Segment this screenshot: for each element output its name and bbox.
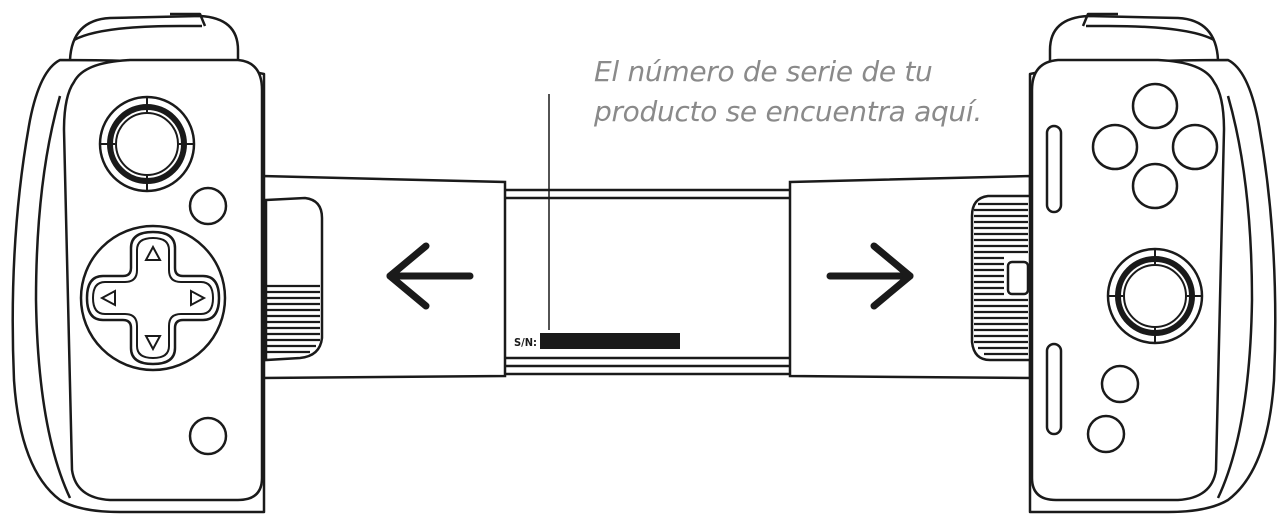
right-slot-bottom [1045, 342, 1063, 436]
face-button-top [1131, 82, 1179, 130]
serial-label: S/N: [514, 336, 537, 349]
right-small-button-upper [1100, 364, 1140, 404]
face-buttons [1091, 82, 1219, 210]
dpad-icon [79, 224, 227, 372]
left-small-button-bottom [188, 416, 228, 456]
face-button-bottom [1131, 162, 1179, 210]
arrow-left-icon [386, 242, 474, 310]
left-handle [11, 12, 266, 514]
left-grip-ridges [266, 284, 320, 354]
usb-port [1006, 260, 1030, 296]
callout-line-1: El número de serie de tu [594, 55, 933, 88]
face-button-left [1091, 123, 1139, 171]
left-analog-stick-icon [98, 95, 196, 193]
arrow-right-icon [826, 242, 914, 310]
callout-line-2: producto se encuentra aquí. [594, 95, 982, 128]
right-analog-stick-icon [1106, 247, 1204, 345]
right-small-button-lower [1086, 414, 1126, 454]
left-small-button-top [188, 186, 228, 226]
left-slider [260, 174, 507, 380]
serial-number-callout: El número de serie de tu producto se enc… [594, 52, 982, 132]
right-slot-top [1045, 124, 1063, 214]
right-grip-ridges [974, 202, 1028, 356]
serial-number-block [540, 333, 680, 349]
face-button-right [1171, 123, 1219, 171]
